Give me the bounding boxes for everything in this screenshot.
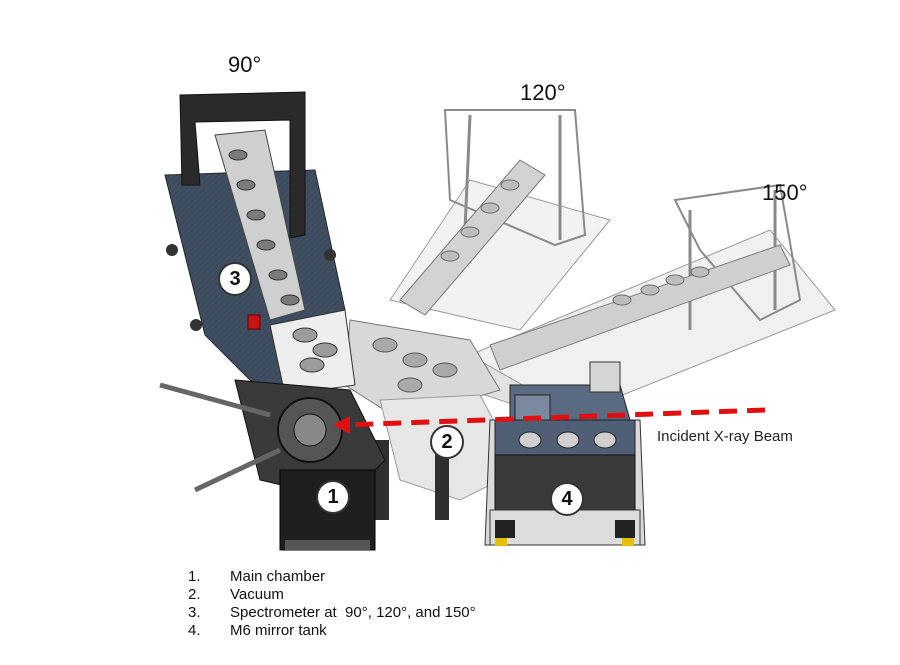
legend-item: 1. Main chamber	[188, 568, 476, 586]
angle-label-120: 120°	[520, 80, 566, 105]
legend-num: 2.	[188, 586, 201, 603]
legend-list: 1. Main chamber 2. Vacuum 3. Spectromete…	[188, 568, 476, 640]
sample-box	[269, 309, 356, 396]
legend-text: Spectrometer at 90°, 120°, and 150°	[230, 604, 476, 621]
angle-label-90: 90°	[228, 52, 262, 77]
legend-text: Vacuum	[230, 586, 284, 603]
legend-item: 4. M6 mirror tank	[188, 622, 476, 640]
marker-4: 4	[550, 482, 584, 516]
legend-num: 4.	[188, 622, 201, 639]
marker-3: 3	[218, 262, 252, 296]
legend-item: 3. Spectrometer at 90°, 120°, and 150°	[188, 604, 476, 622]
legend-text: Main chamber	[230, 568, 326, 585]
beam-arrowhead	[333, 416, 350, 434]
incident-beam-label: Incident X-ray Beam	[657, 428, 793, 445]
main-chamber	[159, 379, 386, 551]
incident-beam-line	[344, 407, 766, 428]
angle-label-150: 150°	[762, 180, 808, 205]
legend-num: 3.	[188, 604, 201, 621]
legend-num: 1.	[188, 568, 201, 585]
legend-text: M6 mirror tank	[230, 622, 327, 639]
spectrometer-120-ghost	[389, 109, 611, 331]
marker-1: 1	[316, 480, 350, 514]
marker-2: 2	[430, 425, 464, 459]
legend-item: 2. Vacuum	[188, 586, 476, 604]
